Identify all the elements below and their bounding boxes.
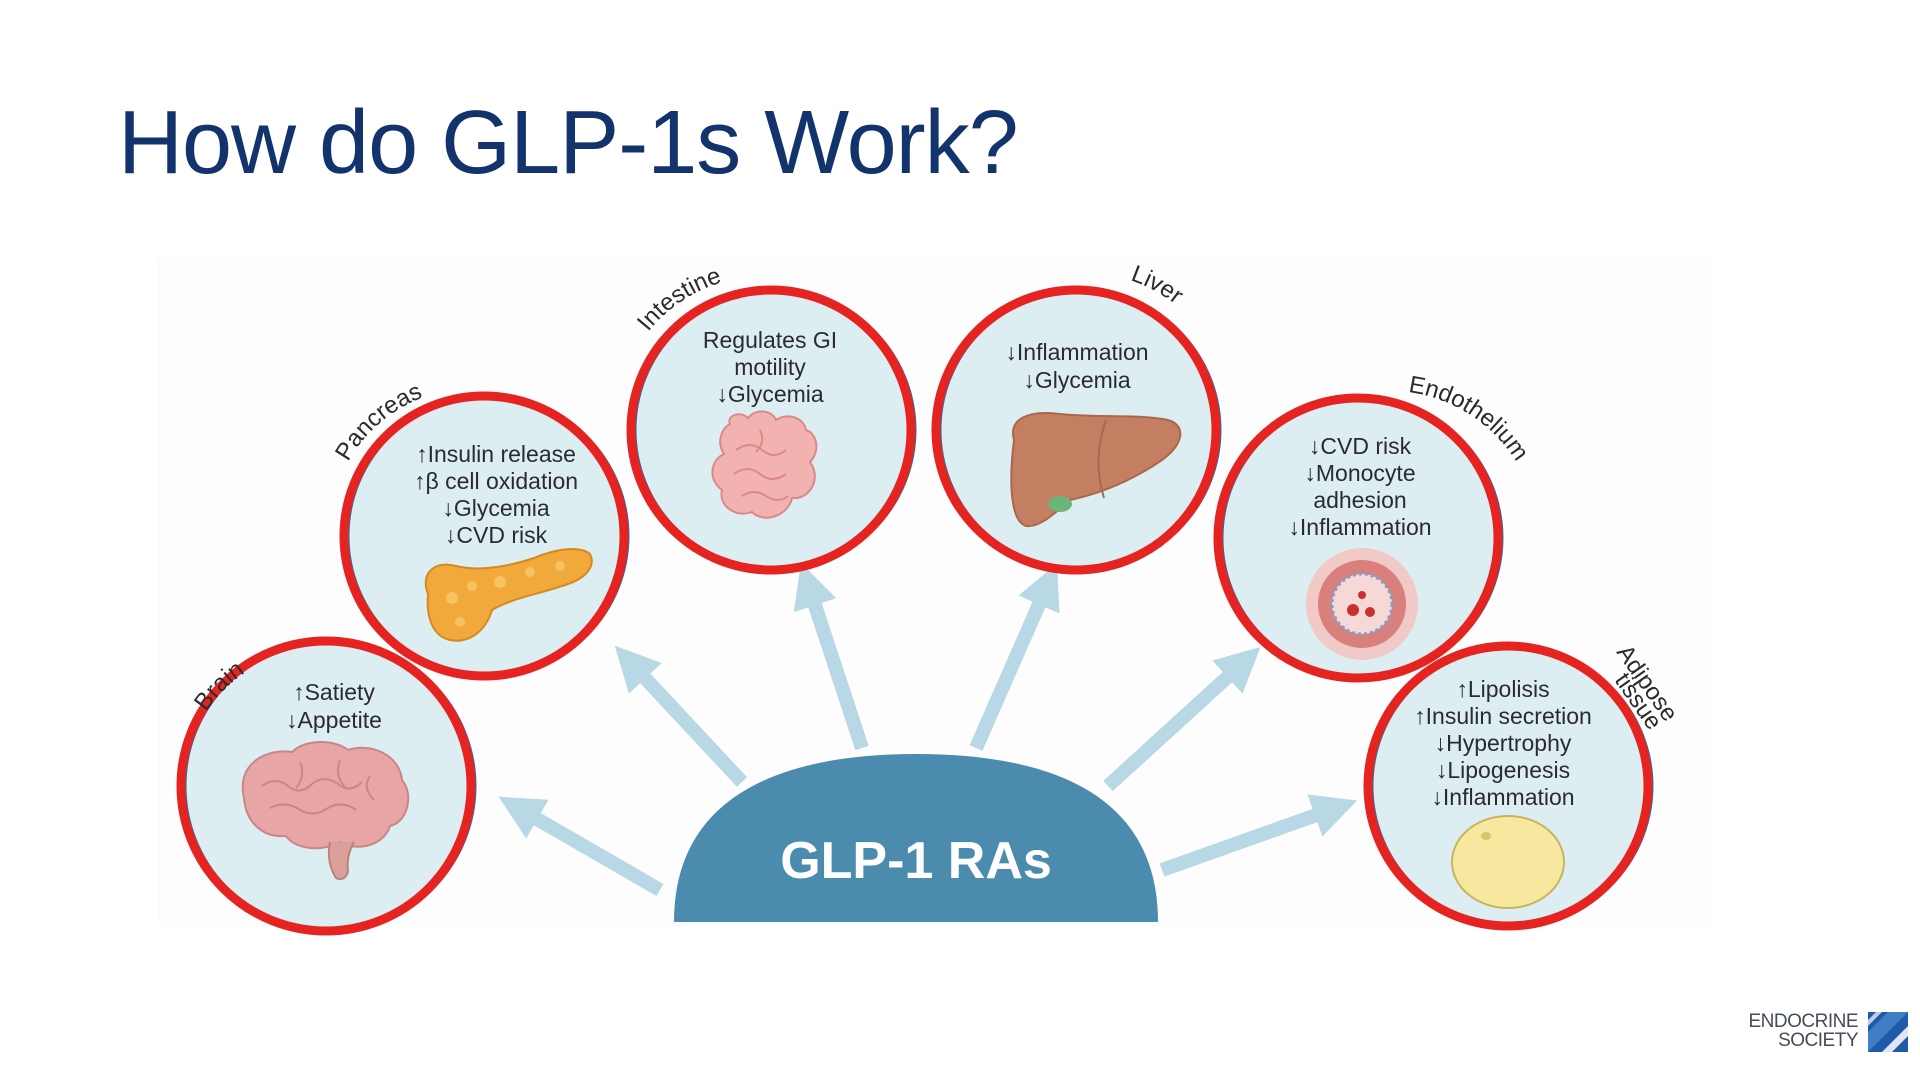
effect-intestine-2: motility [734,354,806,380]
organ-pancreas: Pancreas ↑Insulin release ↑β cell oxidat… [330,378,630,681]
arrow-pancreas [614,645,748,787]
effect-brain-1: ↑Satiety [293,679,375,705]
organ-liver: Liver ↓Inflammation ↓Glycemia [931,260,1222,575]
effect-adipose-1: ↑Lipolisis [1456,676,1549,702]
effect-brain-2: ↓Appetite [286,707,382,733]
effect-intestine-1: Regulates GI [703,327,837,353]
slide-title: How do GLP-1s Work? [118,93,1019,193]
effect-liver-1: ↓Inflammation [1005,339,1148,365]
organ-intestine: Intestine Regulates GI motility ↓Glycemi… [626,262,917,575]
brain-icon [241,741,410,881]
endocrine-society-logo-icon [1868,1012,1908,1052]
arrow-endothelium [1103,646,1261,792]
organ-brain: Brain ↑Satiety ↓Appetite [176,636,477,936]
effect-liver-2: ↓Glycemia [1023,367,1131,393]
organ-endothelium: Endothelium ↓CVD risk ↓Monocyte adhesion… [1213,371,1534,683]
intestine-icon [711,410,818,519]
glp1-hub: GLP-1 RAs [674,754,1158,922]
effect-endothelium-3: adhesion [1313,487,1406,513]
arrow-adipose [1159,794,1358,877]
effect-endothelium-2: ↓Monocyte [1304,460,1415,486]
arrow-intestine [793,562,869,751]
effect-pancreas-3: ↓Glycemia [442,495,550,521]
fat-cell-icon [1451,815,1565,909]
effect-pancreas-4: ↓CVD risk [445,522,548,548]
effect-intestine-3: ↓Glycemia [716,381,824,407]
blood-vessel-icon [1306,548,1418,660]
endocrine-society-logo: ENDOCRINE SOCIETY [1732,1010,1908,1056]
effect-endothelium-1: ↓CVD risk [1309,433,1412,459]
pancreas-icon [424,548,593,642]
arrows [498,562,1358,897]
logo-line-1: ENDOCRINE [1748,1011,1858,1032]
effect-pancreas-1: ↑Insulin release [416,441,576,467]
effect-pancreas-2: ↑β cell oxidation [414,468,578,494]
effect-adipose-3: ↓Hypertrophy [1435,730,1572,756]
organ-adipose: Adipose tissue ↑Lipolisis ↑Insulin secre… [1363,640,1683,931]
arrow-brain [498,796,664,897]
arrow-liver [969,563,1060,751]
effect-adipose-4: ↓Lipogenesis [1436,757,1570,783]
logo-line-2: SOCIETY [1778,1030,1858,1051]
hub-label: GLP-1 RAs [780,832,1052,890]
effect-adipose-5: ↓Inflammation [1431,784,1574,810]
effect-adipose-2: ↑Insulin secretion [1414,703,1592,729]
liver-icon [1010,412,1182,528]
effect-endothelium-4: ↓Inflammation [1288,514,1431,540]
